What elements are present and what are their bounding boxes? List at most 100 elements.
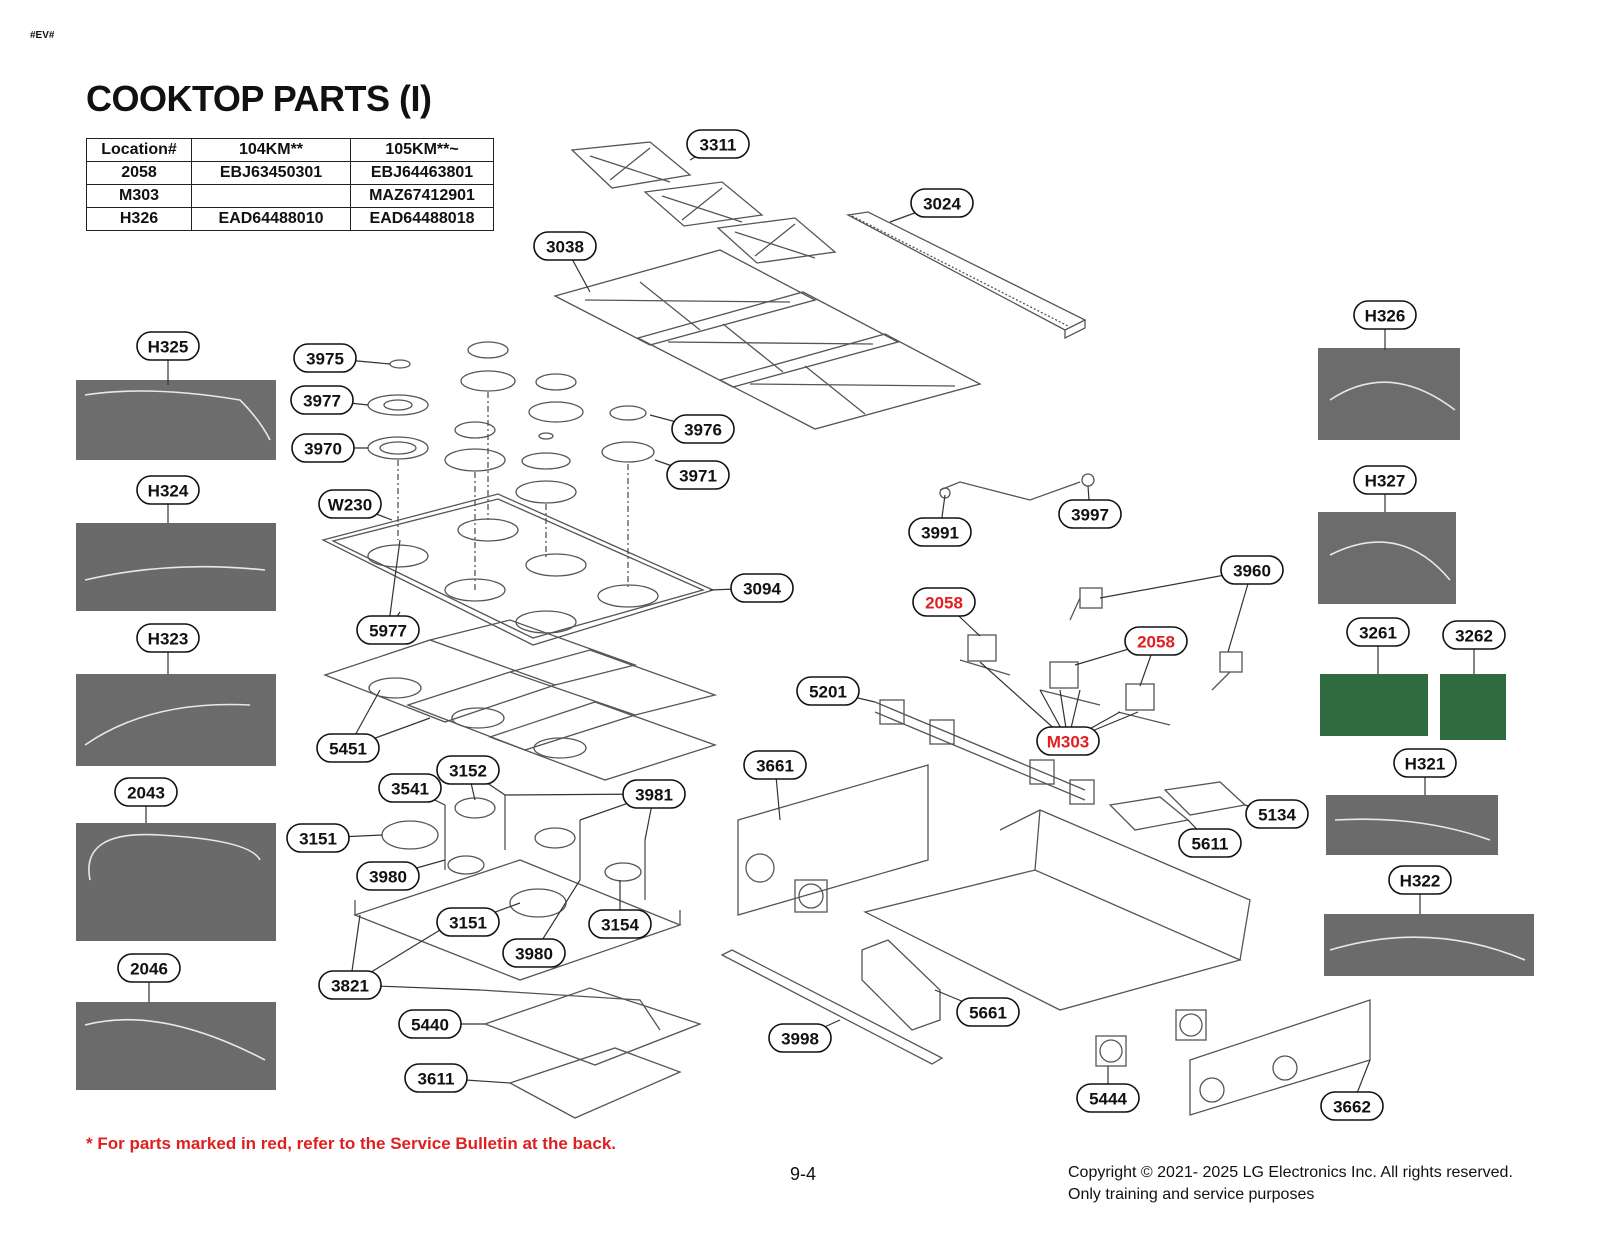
table-cell: EBJ64463801 <box>350 161 494 185</box>
callout-label: 3976 <box>684 421 722 440</box>
callout-label: 3151 <box>449 914 487 933</box>
callout-label: 5611 <box>1192 835 1229 854</box>
callout-ellipse <box>404 1063 468 1093</box>
part-callout-3960: 3960 <box>1220 555 1284 585</box>
part-callout-3821: 3821 <box>318 970 382 1000</box>
part-callout-3661: 3661 <box>743 750 807 780</box>
part-callout-3991: 3991 <box>908 517 972 547</box>
document-tag: #EV# <box>30 30 55 41</box>
callout-label: H327 <box>1365 472 1406 491</box>
part-callout-3038: 3038 <box>533 231 597 261</box>
leader-line <box>387 539 401 631</box>
part-callout-5201: 5201 <box>796 676 860 706</box>
insulation-panels <box>323 619 718 781</box>
callout-label: 2046 <box>130 960 168 979</box>
electronic-boxes <box>1108 781 1247 831</box>
table-cell: EAD64488018 <box>350 207 494 231</box>
part-callout-3970: 3970 <box>291 433 355 463</box>
callout-ellipse <box>1442 620 1506 650</box>
table-cell: EAD64488010 <box>191 207 351 231</box>
harness-photos <box>76 348 1534 1090</box>
table-cell: M303 <box>86 184 192 208</box>
callout-label: 2058 <box>1137 633 1175 652</box>
callout-ellipse <box>436 907 500 937</box>
table-cell <box>191 184 351 208</box>
part-callout-2058: 2058 <box>1124 626 1188 656</box>
callout-ellipse <box>316 733 380 763</box>
callout-label: H323 <box>148 630 189 649</box>
callout-label: H322 <box>1400 872 1441 891</box>
callout-ellipse <box>533 231 597 261</box>
part-callout-3541: 3541 <box>378 773 442 803</box>
harness-wires <box>84 381 1526 1061</box>
callout-label: 5440 <box>411 1016 449 1035</box>
front-rail <box>720 949 944 1065</box>
part-callout-2043: 2043 <box>114 777 178 807</box>
callout-label: H326 <box>1365 307 1406 326</box>
gas-valves <box>959 634 1171 726</box>
callout-label: 3261 <box>1359 624 1397 643</box>
part-callout-3311: 3311 <box>686 129 750 159</box>
bottom-sheets <box>483 987 702 1119</box>
callout-label: 5444 <box>1089 1090 1127 1109</box>
table-cell: 2058 <box>86 161 192 185</box>
part-callout-3261: 3261 <box>1346 617 1410 647</box>
callout-label: 3981 <box>635 786 673 805</box>
callout-ellipse <box>136 331 200 361</box>
callout-ellipse <box>1245 799 1309 829</box>
callout-ellipse <box>290 385 354 415</box>
callout-label: 3151 <box>299 830 337 849</box>
callout-label: 3262 <box>1455 627 1493 646</box>
copyright: Copyright © 2021- 2025 LG Electronics In… <box>1068 1162 1513 1206</box>
part-callout-3151: 3151 <box>436 907 500 937</box>
callout-ellipse <box>1178 828 1242 858</box>
part-callout-5977: 5977 <box>356 615 420 645</box>
callout-ellipse <box>910 188 974 218</box>
callout-label: H325 <box>148 338 189 357</box>
photo-h321 <box>1326 795 1498 855</box>
callout-label: W230 <box>328 496 372 515</box>
part-callout-3998: 3998 <box>768 1023 832 1053</box>
side-panel-left <box>737 764 929 916</box>
callout-label: 5451 <box>329 740 367 759</box>
burner-grates <box>570 141 837 264</box>
part-callout-3151: 3151 <box>286 823 350 853</box>
callout-label: 3611 <box>418 1070 455 1089</box>
callout-label: 3971 <box>679 467 717 486</box>
callout-ellipse <box>136 475 200 505</box>
part-callout-5661: 5661 <box>956 997 1020 1027</box>
callout-label: 3980 <box>369 868 407 887</box>
callout-ellipse <box>356 615 420 645</box>
part-callout-h327: H327 <box>1353 465 1417 495</box>
cooktop-chassis <box>863 809 1251 1011</box>
callout-ellipse <box>908 517 972 547</box>
part-callout-5444: 5444 <box>1076 1083 1140 1113</box>
callout-label: 3980 <box>515 945 553 964</box>
callout-label: 3024 <box>923 195 961 214</box>
callout-label: 3662 <box>1333 1098 1371 1117</box>
callout-ellipse <box>1036 726 1100 756</box>
parts-table: Location# 104KM** 105KM**~ 2058 EBJ63450… <box>86 138 494 231</box>
callout-label: 5977 <box>369 622 407 641</box>
callout-ellipse <box>291 433 355 463</box>
callout-ellipse <box>588 909 652 939</box>
callout-label: 3541 <box>391 780 429 799</box>
callout-ellipse <box>1346 617 1410 647</box>
callout-ellipse <box>686 129 750 159</box>
callout-ellipse <box>114 777 178 807</box>
igniter-parts <box>381 795 646 918</box>
part-callout-2046: 2046 <box>117 953 181 983</box>
part-callout-5440: 5440 <box>398 1009 462 1039</box>
callout-label: H324 <box>148 482 189 501</box>
callout-label: 3661 <box>756 757 794 776</box>
control-bracket <box>861 939 941 1031</box>
part-callout-3981: 3981 <box>622 779 686 809</box>
callout-ellipse <box>666 460 730 490</box>
table-row: 2058 EBJ63450301 EBJ64463801 <box>86 161 494 185</box>
part-callout-h321: H321 <box>1393 748 1457 778</box>
burner-bracket <box>353 859 682 1031</box>
callout-label: 3991 <box>921 524 959 543</box>
callout-label: 2043 <box>127 784 165 803</box>
callout-label: H321 <box>1405 755 1446 774</box>
